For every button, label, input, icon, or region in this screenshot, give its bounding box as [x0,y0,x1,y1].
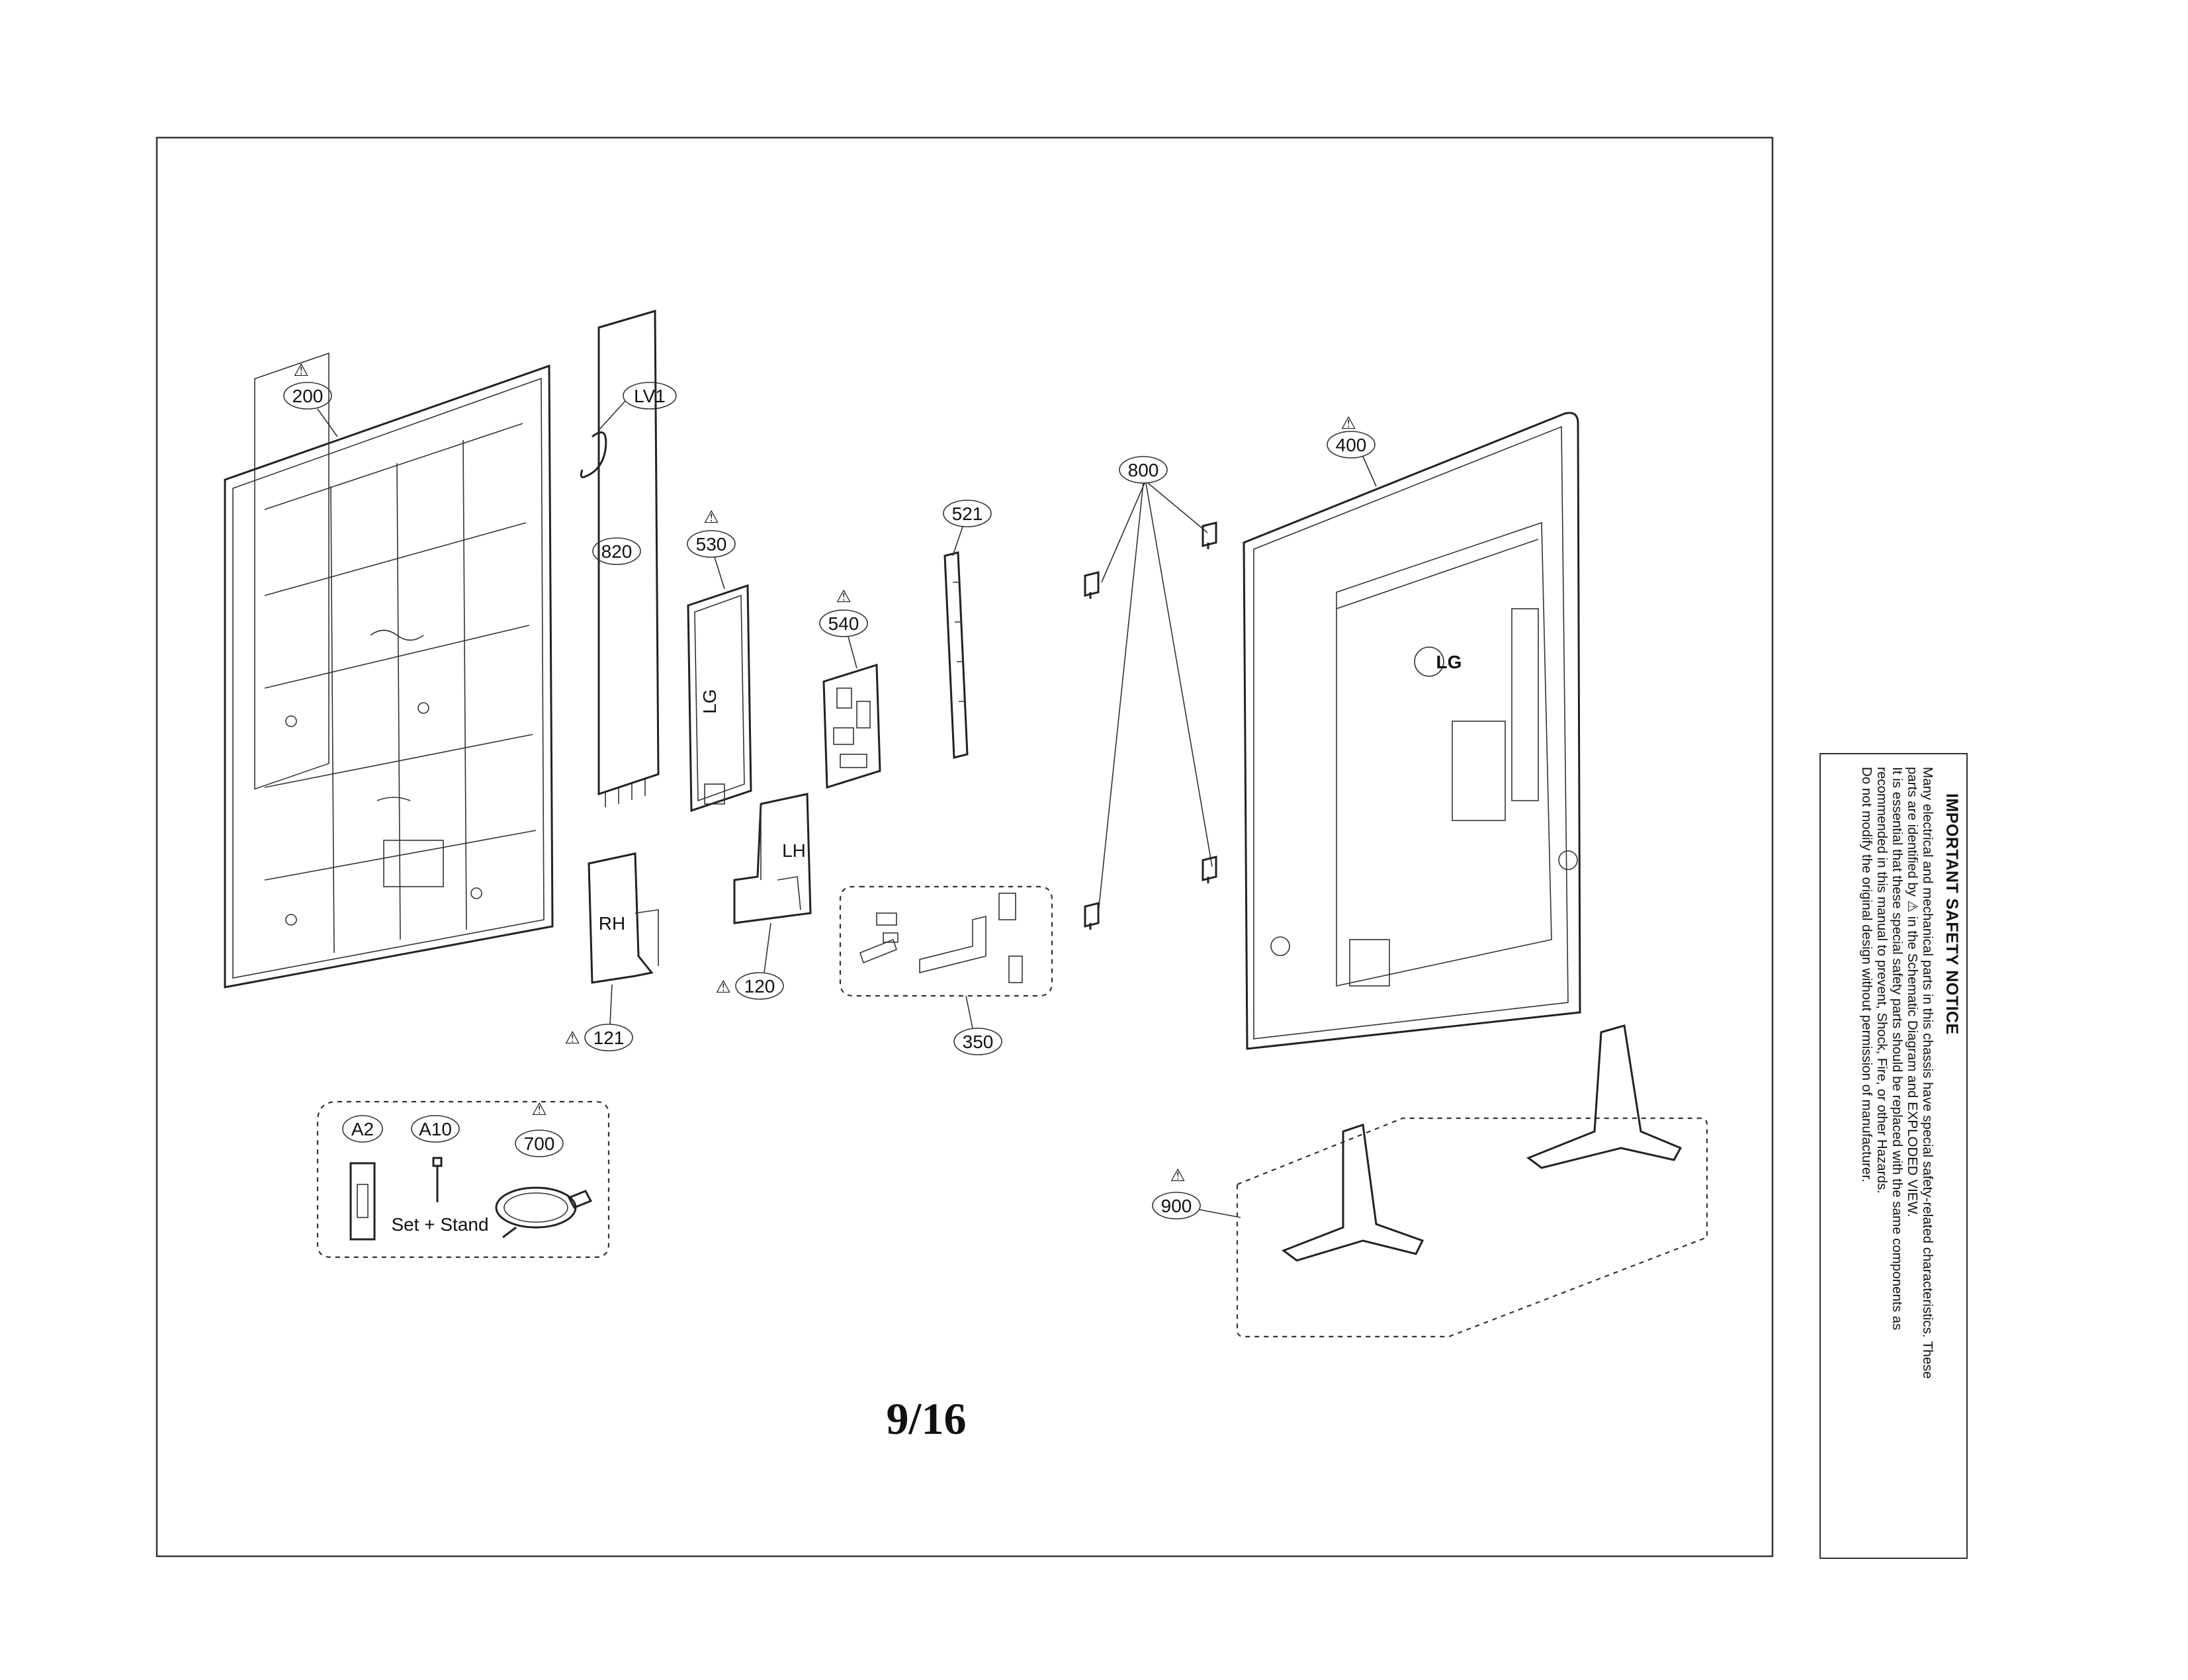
callout-label: 540 [828,613,859,634]
set-stand-label: Set + Stand [391,1214,488,1235]
speaker-marking: LH [782,840,806,861]
lg-logo: LG [1436,652,1462,672]
callout-label: 800 [1128,460,1159,480]
back-cover-400: LG ⚠ 400 [1243,412,1581,1050]
callout-label: 350 [963,1032,994,1052]
main-board-540: ⚠ 540 [819,587,881,789]
callout-label: 700 [524,1133,555,1154]
callout-label: A2 [351,1119,374,1139]
clips-800: 800 [1084,456,1217,930]
safety-notice-line: recommended in this manual to prevent, S… [1874,767,1890,1194]
speaker-marking: RH [599,913,625,934]
accessories-group: A2 A10 Set + Stand ⚠ 700 [316,1100,610,1259]
power-board-530: LG ⚠ 530 [687,508,752,813]
safety-notice: IMPORTANT SAFETY NOTICE Many electrical … [1819,753,1968,1559]
callout-label: 900 [1161,1196,1192,1216]
warning-icon: ⚠ [836,587,851,607]
callout-label: 121 [593,1028,625,1048]
cable-lv1: LV1 [580,382,677,478]
safety-notice-text: IMPORTANT SAFETY NOTICE Many electrical … [1829,767,1961,1548]
warning-icon: ⚠ [531,1100,547,1120]
warning-icon: ⚠ [1170,1166,1185,1186]
callout-label: 820 [601,541,633,562]
safety-notice-line: Do not modify the original design withou… [1859,767,1874,1182]
page-number: 9/16 [886,1393,967,1444]
callout-label: 521 [952,504,983,524]
psu-marking: LG [699,689,720,713]
callout-label: 120 [744,976,775,996]
control-group-350: 350 [839,885,1053,1055]
callout-label: LV1 [634,386,666,406]
callout-200: ⚠ 200 [283,361,338,437]
lcd-module-200 [224,352,554,989]
drawing-frame [155,136,1774,1558]
insulator-sheet-820: 820 [592,309,660,807]
safety-notice-line: parts are identified by ⚠ in the Schemat… [1905,767,1920,1217]
callout-label: 200 [292,386,324,406]
callout-label: 400 [1336,435,1367,455]
warning-icon: ⚠ [1340,414,1356,433]
warning-icon: ⚠ [715,977,730,997]
warning-icon: ⚠ [293,361,308,380]
safety-notice-title: IMPORTANT SAFETY NOTICE [1943,793,1961,1035]
callout-label: 530 [696,534,727,554]
safety-notice-line: It is essential that these special safet… [1890,767,1905,1331]
warning-icon: ⚠ [703,508,719,527]
warning-icon: ⚠ [564,1028,580,1048]
stand-900: ⚠ 900 [1152,1024,1708,1338]
safety-notice-line: Many electrical and mechanical parts in … [1920,767,1935,1379]
callout-label: A10 [419,1119,452,1139]
bracket-521: 521 [943,500,992,759]
speaker-121: RH ⚠ 121 [564,852,659,1051]
speaker-120: LH ⚠ 120 [715,793,812,1000]
